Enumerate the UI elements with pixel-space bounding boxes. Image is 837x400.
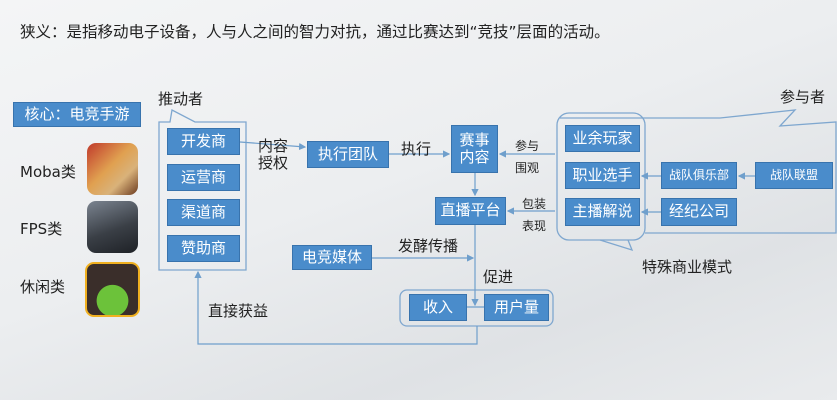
- moba-game-icon: [87, 143, 138, 195]
- live-platform-box: 直播平台: [435, 197, 506, 225]
- execute-label: 执行: [401, 140, 432, 158]
- slide-title: 狭义：是指移动电子设备，人与人之间的智力对抗，通过比赛达到“竞技”层面的活动。: [20, 23, 610, 41]
- revenue-box: 收入: [409, 294, 467, 321]
- users-box: 用户量: [484, 294, 549, 321]
- exec-team-box: 执行团队: [307, 141, 389, 168]
- participant-amateur: 业余玩家: [565, 125, 640, 152]
- direct-benefit-label: 直接获益: [208, 302, 269, 320]
- fps-game-icon: [87, 201, 138, 253]
- spread-label: 发酵传播: [398, 237, 459, 255]
- core-label: 核心：电竞手游: [13, 102, 141, 127]
- promote-label: 促进: [483, 268, 514, 286]
- participant-pro: 职业选手: [565, 162, 640, 189]
- promoter-channel: 渠道商: [167, 199, 240, 226]
- casual-game-icon: [85, 262, 140, 317]
- game-type-label: FPS类: [20, 220, 63, 238]
- promoters-label: 推动者: [158, 90, 204, 108]
- club-box: 战队俱乐部: [661, 162, 737, 189]
- league-box: 战队联盟: [755, 162, 833, 189]
- present-label: 表现: [522, 219, 547, 233]
- game-type-label: 休闲类: [20, 278, 66, 296]
- package-label: 包装: [522, 197, 547, 211]
- participants-label: 参与者: [780, 88, 826, 106]
- watch-label: 围观: [515, 161, 540, 175]
- promoters-callout: [158, 109, 247, 271]
- special-model-label: 特殊商业模式: [642, 258, 733, 276]
- media-box: 电竞媒体: [292, 245, 372, 270]
- content-auth-label: 内容 授权: [258, 137, 289, 173]
- promoter-developer: 开发商: [167, 128, 240, 155]
- participate-label: 参与: [515, 139, 540, 153]
- agency-box: 经纪公司: [661, 198, 737, 226]
- promoter-sponsor: 赞助商: [167, 235, 240, 262]
- promoter-operator: 运营商: [167, 164, 240, 191]
- event-content-box: 赛事 内容: [451, 125, 498, 173]
- participant-streamer: 主播解说: [565, 198, 640, 226]
- game-type-label: Moba类: [20, 163, 76, 181]
